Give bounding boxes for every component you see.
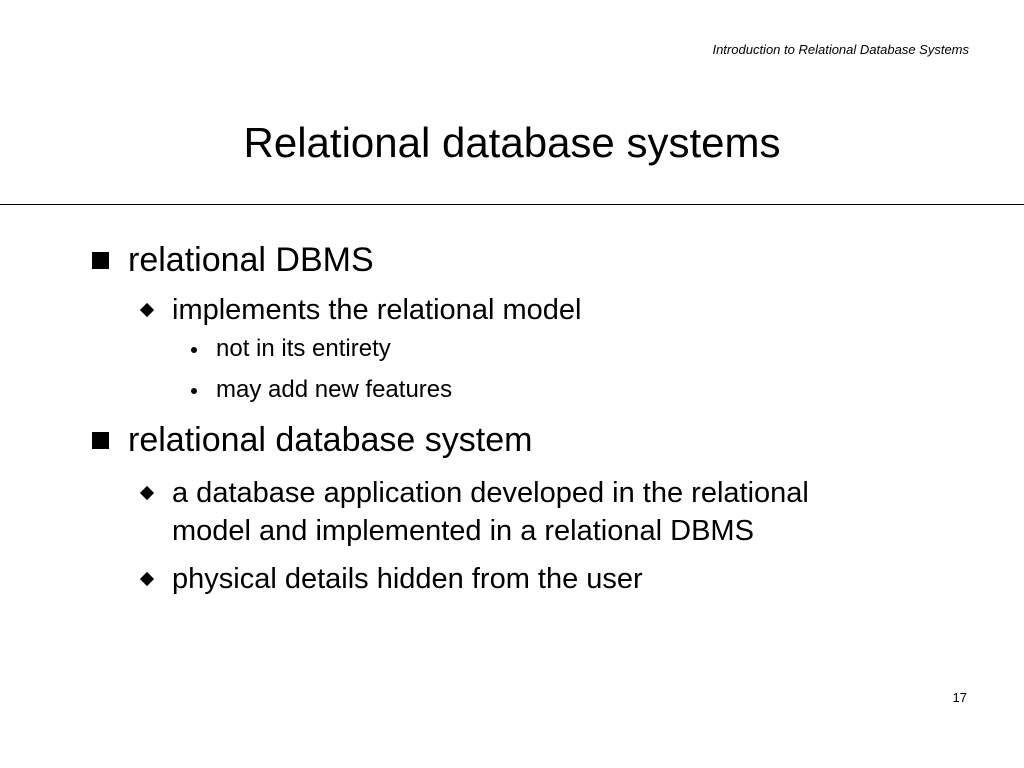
slide-content: relational DBMS implements the relationa… <box>0 238 1024 598</box>
dot-bullet-icon <box>191 388 197 394</box>
sub-bullet-implements-model: implements the relational model <box>0 291 1024 329</box>
slide-title: Relational database systems <box>243 119 781 166</box>
sub-bullet-text-line1: a database application developed in the … <box>172 477 809 509</box>
square-bullet-icon <box>92 432 109 449</box>
title-divider <box>0 204 1024 205</box>
sub-bullet-text-line2: model and implemented in a relational DB… <box>172 515 754 547</box>
sub-sub-bullet-text: not in its entirety <box>216 335 391 362</box>
diamond-bullet-icon <box>139 302 155 318</box>
page-number: 17 <box>952 690 967 705</box>
bullet-text: relational DBMS <box>128 241 374 279</box>
bullet-relational-database-system: relational database system <box>0 418 1024 462</box>
bullet-relational-dbms: relational DBMS <box>0 238 1024 282</box>
sub-bullet-database-application: a database application developed in the … <box>0 474 1024 550</box>
running-header: Introduction to Relational Database Syst… <box>712 42 969 57</box>
dot-bullet-icon <box>191 347 197 353</box>
sub-sub-bullet-not-entirety: not in its entirety <box>0 333 1024 365</box>
sub-bullet-physical-details: physical details hidden from the user <box>0 560 1024 598</box>
square-bullet-icon <box>92 252 109 269</box>
diamond-bullet-icon <box>139 485 155 501</box>
sub-bullet-text: physical details hidden from the user <box>172 563 643 595</box>
bullet-text: relational database system <box>128 421 533 459</box>
diamond-bullet-icon <box>139 571 155 587</box>
sub-sub-bullet-text: may add new features <box>216 376 453 403</box>
sub-bullet-text: implements the relational model <box>172 294 582 326</box>
sub-sub-bullet-new-features: may add new features <box>0 374 1024 406</box>
